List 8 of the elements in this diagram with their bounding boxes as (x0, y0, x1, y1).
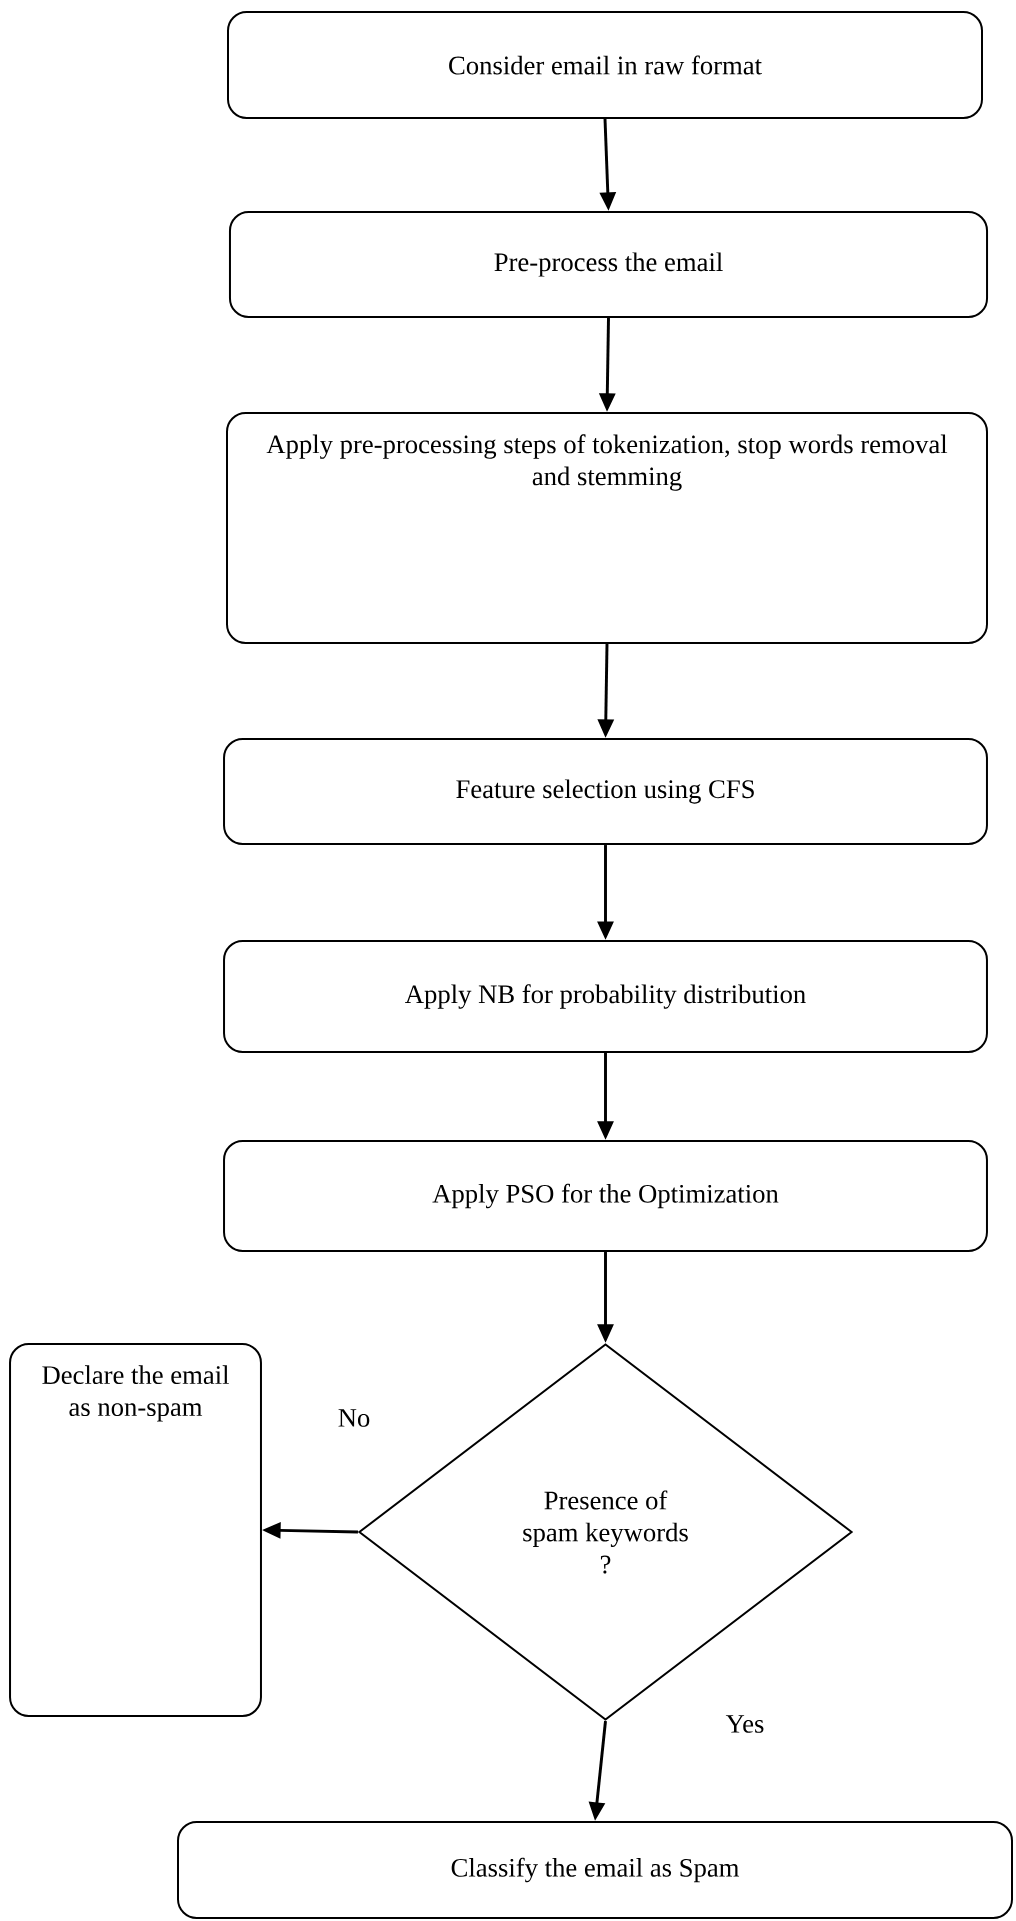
process-box: Feature selection using CFS (223, 738, 988, 846)
process-box: Apply pre-processing steps of tokenization, stop words removal and stemming (226, 412, 988, 644)
process-box: Consider email in raw format (227, 11, 983, 119)
process-box: Pre-process the email (228, 211, 989, 319)
process-box: Classify the email as Spam (177, 1821, 1013, 1919)
process-box: Declare the email as non-spam (9, 1343, 262, 1717)
process-box: Apply NB for probability distribution (223, 940, 988, 1053)
process-box: Apply PSO for the Optimization (223, 1140, 988, 1252)
